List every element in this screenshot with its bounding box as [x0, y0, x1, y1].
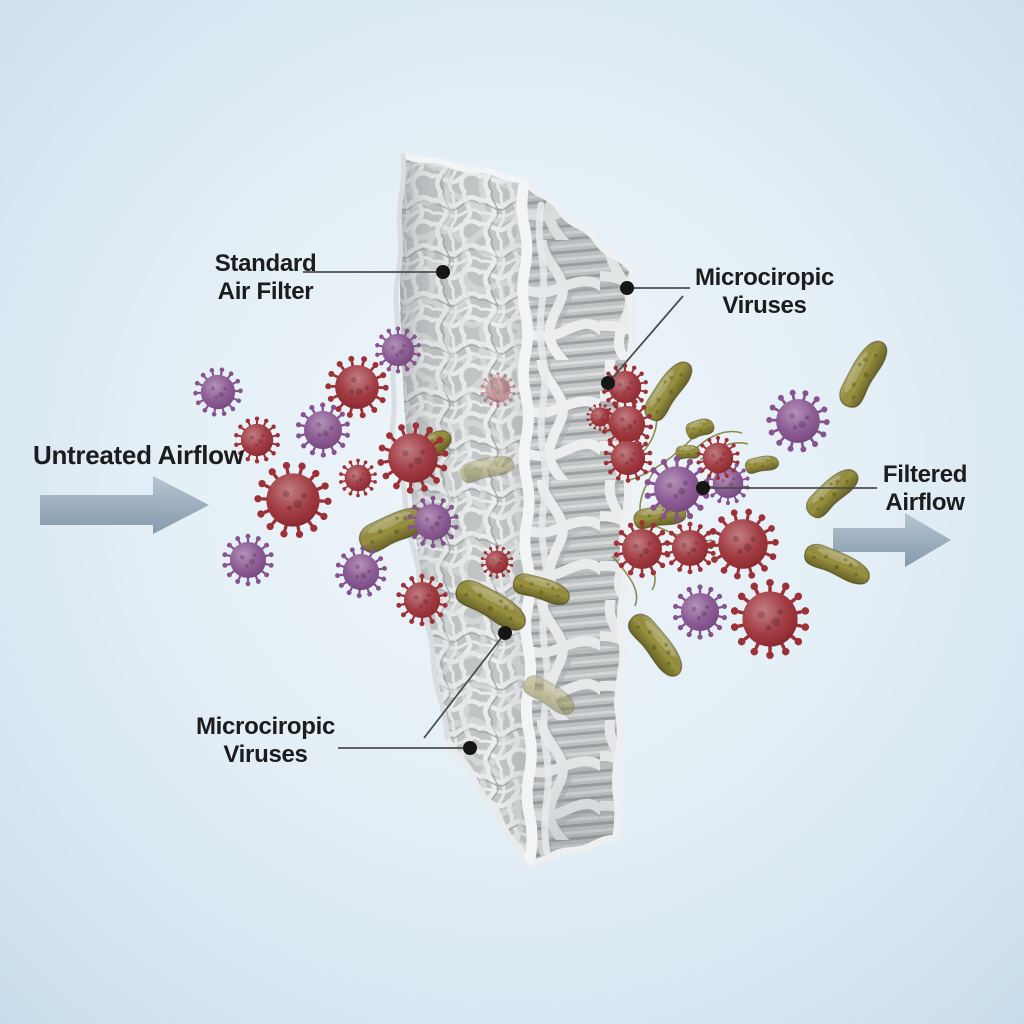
callout-microciropic-viruses-top [601, 281, 690, 390]
callout-standard-air-filter [303, 265, 450, 279]
label-line: Standard [214, 250, 317, 277]
label-line: Filtered [882, 461, 968, 488]
callout-dot [620, 281, 634, 295]
label-microciropic-viruses-top: Microciropic Viruses [672, 264, 857, 320]
virus-purple [221, 533, 275, 587]
label-untreated-airflow: Untreated Airflow [33, 440, 293, 470]
callout-dot [696, 481, 710, 495]
label-line: Microciropic [694, 264, 835, 291]
virus-red [730, 578, 810, 660]
virus-red [338, 458, 378, 498]
label-line: Microciropic [195, 713, 336, 740]
virus-purple [672, 584, 728, 640]
label-standard-air-filter: Standard Air Filter [168, 250, 363, 306]
label-line: Viruses [223, 741, 308, 768]
flagellum [611, 555, 638, 607]
untreated-airflow-arrow [40, 476, 209, 534]
label-line: Airflow [885, 489, 965, 516]
virus-purple [189, 363, 247, 421]
callout-dot [436, 265, 450, 279]
filtered-airflow-arrow [833, 513, 951, 567]
label-filtered-airflow: Filtered Airflow [855, 461, 995, 517]
label-line: Viruses [722, 292, 807, 319]
virus-purple [759, 382, 837, 460]
callout-filtered-airflow [696, 481, 877, 495]
callout-dot [498, 626, 512, 640]
label-microciropic-viruses-bottom: Microciropic Viruses [168, 713, 363, 769]
callout-microciropic-viruses-bottom [338, 626, 512, 755]
callout-dot [463, 741, 477, 755]
bacterium [801, 461, 863, 523]
bacterium [834, 334, 893, 413]
filter-fiber-edges [389, 152, 637, 867]
bacterium [622, 608, 691, 682]
bacterium [743, 452, 781, 476]
callout-dot [601, 376, 615, 390]
label-line: Untreated Airflow [33, 440, 244, 470]
label-line: Air Filter [217, 278, 314, 305]
sparkle-icon [940, 941, 994, 995]
